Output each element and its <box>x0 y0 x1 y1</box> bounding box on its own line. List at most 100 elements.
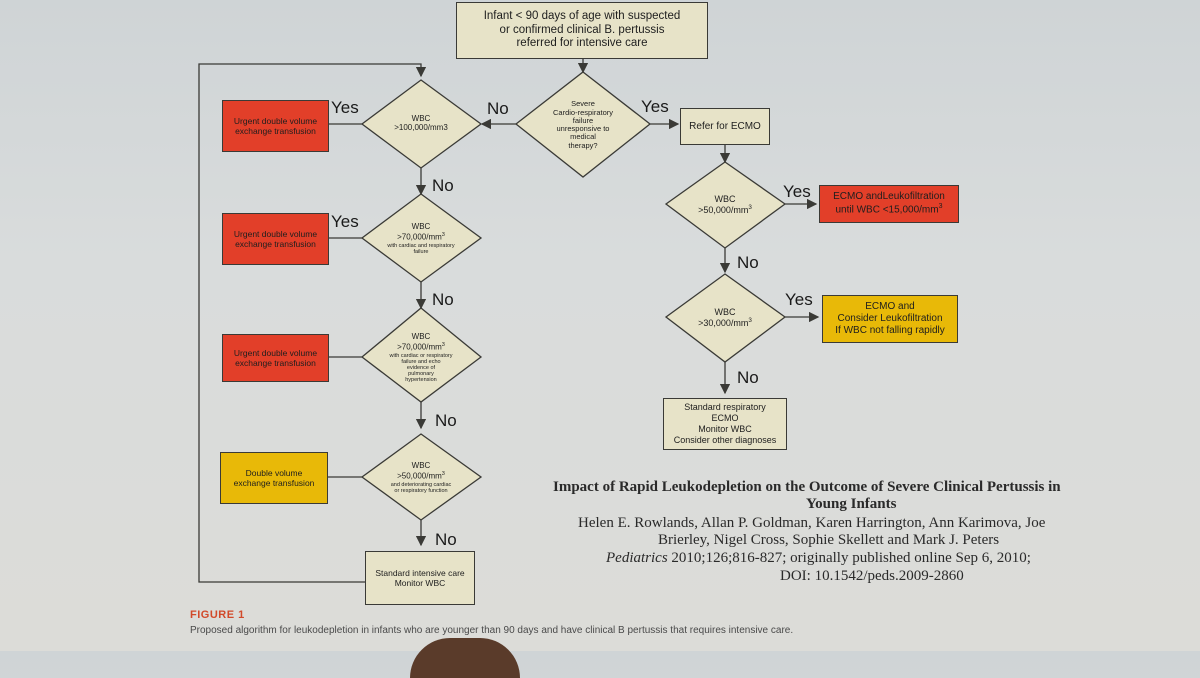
label-yes-main: Yes <box>641 97 669 116</box>
decision-main-text: Severe Cardio-respiratory failure unresp… <box>536 96 630 154</box>
decision-3-value: >70,000/mm <box>397 342 442 352</box>
action-4-line-1: Double volume <box>245 467 303 478</box>
decision-3-sub-3: evidence of <box>406 364 436 371</box>
refer-ecmo-box: Refer for ECMO <box>680 108 770 145</box>
decision-wbc-70000-cardiac-and-respiratory <box>360 193 483 283</box>
ecmo-consider-line-3: If WBC not falling rapidly <box>835 325 945 336</box>
decision-3-sub-2: failure and echo <box>401 358 441 365</box>
reference-doi: DOI: 10.1542/peds.2009-2860 <box>780 568 964 584</box>
decision-4-main: WBC <box>411 461 431 471</box>
decision-main-line-3: failure <box>572 115 594 125</box>
decision-2-sub-1: with cardiac and respiratory <box>387 242 455 249</box>
label-yes-2: Yes <box>331 212 359 231</box>
standard-resp-line-3: Monitor WBC <box>698 424 752 434</box>
reference-journal: Pediatrics <box>606 550 668 566</box>
label-yes-right-1: Yes <box>783 182 811 201</box>
decision-wbc-50000-ecmo-text: WBC >50,000/mm3 <box>680 190 770 220</box>
standard-resp-line-2: ECMO <box>711 413 739 424</box>
reference-title-line-1: Impact of Rapid Leukodepletion on the Ou… <box>553 479 1061 495</box>
flowchart-connectors <box>198 58 820 583</box>
decision-main-line-6: therapy? <box>568 140 598 150</box>
reference-citation: Pediatrics 2010;126;816-827; originally … <box>606 550 1031 567</box>
decision-3-sup: 3 <box>441 342 445 349</box>
label-no-2: No <box>432 290 454 309</box>
label-no-3: No <box>435 411 457 430</box>
decision-cardio-respiratory-failure <box>514 71 652 178</box>
action-3-line-2: exchange transfusion <box>235 358 316 368</box>
right-decision-1-main: WBC <box>714 193 736 204</box>
reference-citation-rest: 2010;126;816-827; originally published o… <box>667 550 1031 566</box>
action-3-line-1: Urgent double volume <box>233 347 318 358</box>
figure-label: FIGURE 1 <box>190 609 245 621</box>
decision-3-main: WBC <box>411 332 431 342</box>
right-decision-1-sup: 3 <box>748 203 752 211</box>
ecmo-consider-box: ECMO and Consider Leukofiltration If WBC… <box>822 295 958 343</box>
decision-main-line-1: Severe <box>571 99 595 109</box>
label-no-main: No <box>487 99 509 118</box>
decision-wbc-50000-ecmo <box>664 161 787 249</box>
start-box-line-2: or confirmed clinical B. pertussis <box>499 23 665 36</box>
decision-main-line-2: Cardio-respiratory <box>552 107 614 117</box>
standard-care-line-2: Monitor WBC <box>394 578 446 588</box>
decision-wbc-70000-and-text: WBC >70,000/mm3 with cardiac and respira… <box>376 218 466 260</box>
decision-wbc-100000-text: WBC >100,000/mm3 <box>376 110 466 138</box>
decision-main-line-5: medical <box>570 132 596 142</box>
label-no-right-2: No <box>737 368 759 387</box>
decision-2-value: >70,000/mm <box>397 232 442 242</box>
decision-wbc-50000-text: WBC >50,000/mm3 and deteriorating cardia… <box>376 460 466 496</box>
decision-wbc-100000 <box>360 79 483 169</box>
standard-resp-line-1: Standard respiratory <box>684 402 766 413</box>
decision-wbc-50000-deteriorating <box>360 433 483 521</box>
ecmo-leuko-line-1: ECMO andLeukofiltration <box>833 191 945 203</box>
start-box-line-3: referred for intensive care <box>516 37 648 50</box>
decision-3-sub-4: pulmonary <box>408 370 434 377</box>
decision-4-value: >50,000/mm <box>397 471 442 481</box>
decision-wbc-30000-ecmo-text: WBC >30,000/mm3 <box>680 303 770 333</box>
decision-4-sub-1: and deteriorating cardiac <box>390 481 452 488</box>
decision-4-sub-2: or respiratory function <box>394 487 448 494</box>
decision-3-sub-5: hypertension <box>405 376 437 383</box>
label-yes-1: Yes <box>331 98 359 117</box>
decision-wbc-30000-ecmo <box>664 273 787 363</box>
reference-title-line-2: Young Infants <box>806 496 897 512</box>
label-yes-right-2: Yes <box>785 290 813 309</box>
label-no-1: No <box>432 176 454 195</box>
decision-1-main: WBC <box>411 114 431 124</box>
reference-authors-line-1: Helen E. Rowlands, Allan P. Goldman, Kar… <box>578 515 1046 531</box>
decision-4-sup: 3 <box>441 471 445 478</box>
decision-2-sub-2: failure <box>413 248 429 255</box>
figure-caption: Proposed algorithm for leukodepletion in… <box>190 625 794 636</box>
start-box: Infant < 90 days of age with suspected o… <box>456 2 708 59</box>
start-box-line-1: Infant < 90 days of age with suspected <box>483 9 681 22</box>
action-2-line-2: exchange transfusion <box>235 239 316 249</box>
label-no-4: No <box>435 530 457 549</box>
decision-wbc-70000-or-text: WBC >70,000/mm3 with cardiac or respirat… <box>376 330 466 386</box>
feedback-loop-arrow <box>198 63 427 583</box>
action-1-line-1: Urgent double volume <box>233 115 318 126</box>
right-decision-1-value: >50,000/mm <box>698 204 749 215</box>
action-2-line-1: Urgent double volume <box>233 228 318 239</box>
reference-authors-line-2: Brierley, Nigel Cross, Sophie Skellett a… <box>658 532 1000 548</box>
standard-care-line-1: Standard intensive care <box>375 567 465 578</box>
label-no-right-1: No <box>737 253 759 272</box>
ecmo-leuko-line-2: until WBC <15,000/mm <box>835 204 939 216</box>
action-1-line-2: exchange transfusion <box>235 126 316 136</box>
ecmo-consider-line-1: ECMO and <box>865 301 915 312</box>
right-decision-2-value: >30,000/mm <box>698 317 749 328</box>
decision-wbc-70000-cardiac-or-respiratory <box>360 307 483 403</box>
ecmo-leuko-sup: 3 <box>938 203 943 211</box>
decision-main-line-4: unresponsive to <box>556 124 610 133</box>
decision-2-main: WBC <box>411 222 431 232</box>
decision-3-sub-1: with cardiac or respiratory <box>389 352 453 359</box>
right-decision-2-main: WBC <box>714 306 736 317</box>
ecmo-leukofiltration-box: ECMO andLeukofiltration until WBC <15,00… <box>819 185 959 223</box>
decision-2-sup: 3 <box>441 232 445 239</box>
action-4-line-2: exchange transfusion <box>233 478 315 488</box>
standard-respiratory-box: Standard respiratory ECMO Monitor WBC Co… <box>663 398 787 450</box>
decision-1-value: >100,000/mm3 <box>394 123 448 132</box>
